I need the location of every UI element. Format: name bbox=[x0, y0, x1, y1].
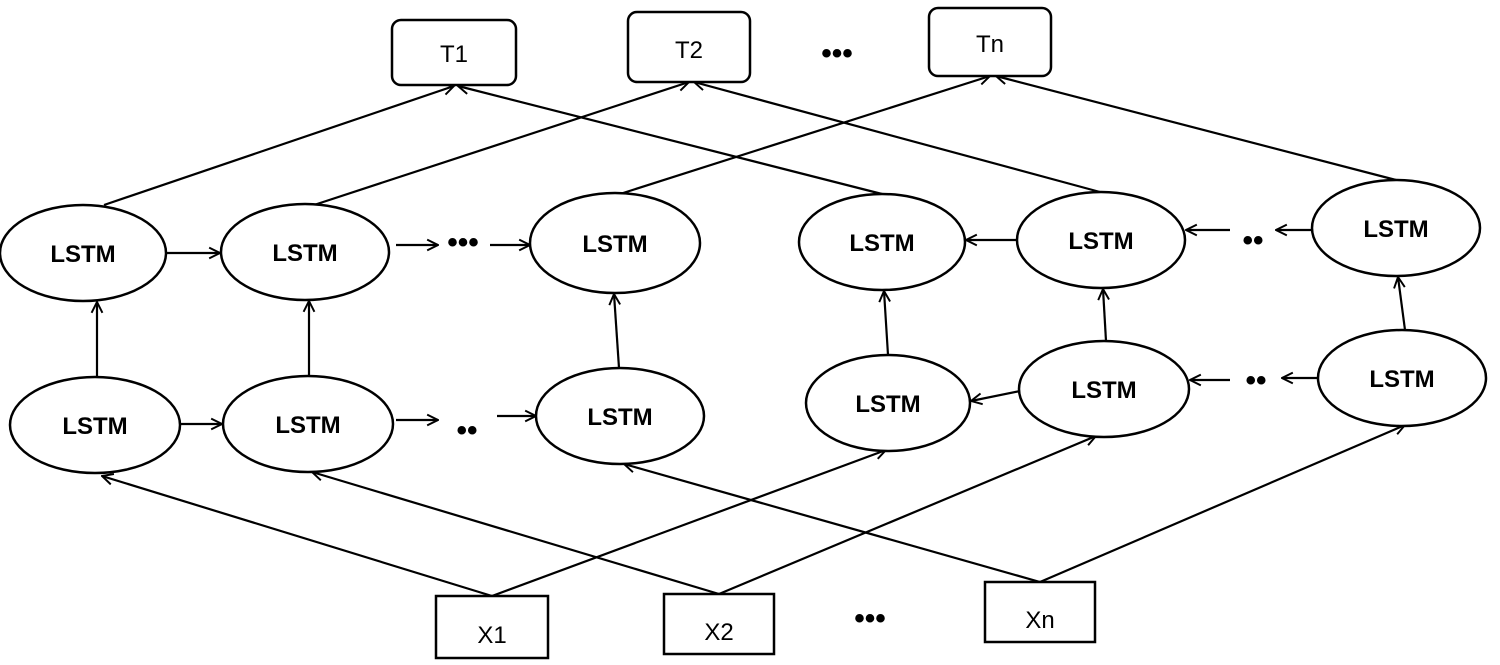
edge-bb2-to-bb1 bbox=[971, 389, 1021, 401]
edge-fbn-to-ftn bbox=[614, 294, 619, 369]
lstm-label: LSTM bbox=[272, 240, 337, 267]
lstm-label: LSTM bbox=[1363, 216, 1428, 243]
lstm-label: LSTM bbox=[1071, 377, 1136, 404]
edge-bb1-to-bt1 bbox=[884, 291, 888, 356]
lstm-forward-bottom-2: LSTM bbox=[221, 374, 395, 474]
lstm-label: LSTM bbox=[50, 241, 115, 268]
lstm-backward-bottom-n: LSTM bbox=[1316, 328, 1488, 428]
input-xn: Xn bbox=[983, 580, 1097, 644]
lstm-backward-bottom-1: LSTM bbox=[804, 353, 972, 453]
lstm-backward-top-2: LSTM bbox=[1015, 190, 1187, 290]
edge-ftn-to-tn bbox=[619, 76, 990, 196]
edge-xn-to-bbn bbox=[1039, 425, 1405, 584]
edge-x1-to-fb1 bbox=[102, 476, 493, 598]
backward-top-ellipsis: •• bbox=[1242, 224, 1263, 257]
forward-top-ellipsis: ••• bbox=[447, 226, 479, 259]
lstm-label: LSTM bbox=[582, 231, 647, 258]
edge-ft2-to-t2 bbox=[313, 82, 689, 207]
lstm-label: LSTM bbox=[275, 412, 340, 439]
output-t1-label: T1 bbox=[440, 41, 468, 68]
output-tn: Tn bbox=[927, 6, 1053, 78]
input-x1: X1 bbox=[434, 594, 550, 660]
edge-x1-to-bb1 bbox=[491, 450, 886, 598]
edge-bt1-to-t1 bbox=[458, 86, 883, 196]
output-tn-label: Tn bbox=[976, 31, 1004, 58]
lstm-backward-top-n: LSTM bbox=[1310, 178, 1482, 278]
input-ellipsis: ••• bbox=[854, 602, 886, 635]
lstm-forward-bottom-1: LSTM bbox=[8, 375, 182, 475]
backward-bottom-ellipsis: •• bbox=[1245, 364, 1266, 397]
edge-x2-to-bb2 bbox=[718, 436, 1096, 596]
lstm-forward-top-1: LSTM bbox=[0, 203, 168, 303]
lstm-label: LSTM bbox=[1068, 228, 1133, 255]
lstm-backward-top-1: LSTM bbox=[797, 192, 967, 292]
edge-bb2-to-bt2 bbox=[1103, 289, 1106, 342]
input-x1-label: X1 bbox=[477, 622, 506, 649]
edges bbox=[97, 76, 1407, 598]
lstm-label: LSTM bbox=[849, 230, 914, 257]
forward-bottom-ellipsis: •• bbox=[456, 414, 477, 447]
output-t2: T2 bbox=[626, 10, 752, 84]
ellipsis-arrows bbox=[396, 230, 1320, 420]
output-t2-label: T2 bbox=[675, 37, 703, 64]
edge-bbn-to-btn bbox=[1398, 277, 1407, 331]
input-x2: X2 bbox=[662, 592, 776, 656]
edge-x2-to-fb2 bbox=[312, 472, 720, 596]
output-ellipsis: ••• bbox=[821, 37, 853, 70]
lstm-backward-bottom-2: LSTM bbox=[1017, 339, 1191, 439]
edge-xn-to-fbn bbox=[624, 464, 1041, 584]
edge-btn-to-tn bbox=[996, 76, 1397, 182]
lstm-forward-top-n: LSTM bbox=[528, 191, 702, 295]
lstm-label: LSTM bbox=[62, 413, 127, 440]
edge-bt2-to-t2 bbox=[694, 82, 1101, 194]
output-t1: T1 bbox=[390, 18, 518, 87]
input-xn-label: Xn bbox=[1025, 607, 1054, 634]
input-x2-label: X2 bbox=[704, 619, 733, 646]
edge-ft1-to-t1 bbox=[103, 86, 454, 207]
lstm-forward-bottom-n: LSTM bbox=[534, 366, 706, 466]
lstm-label: LSTM bbox=[855, 391, 920, 418]
lstm-label: LSTM bbox=[587, 404, 652, 431]
lstm-forward-top-2: LSTM bbox=[219, 202, 391, 302]
lstm-label: LSTM bbox=[1369, 366, 1434, 393]
